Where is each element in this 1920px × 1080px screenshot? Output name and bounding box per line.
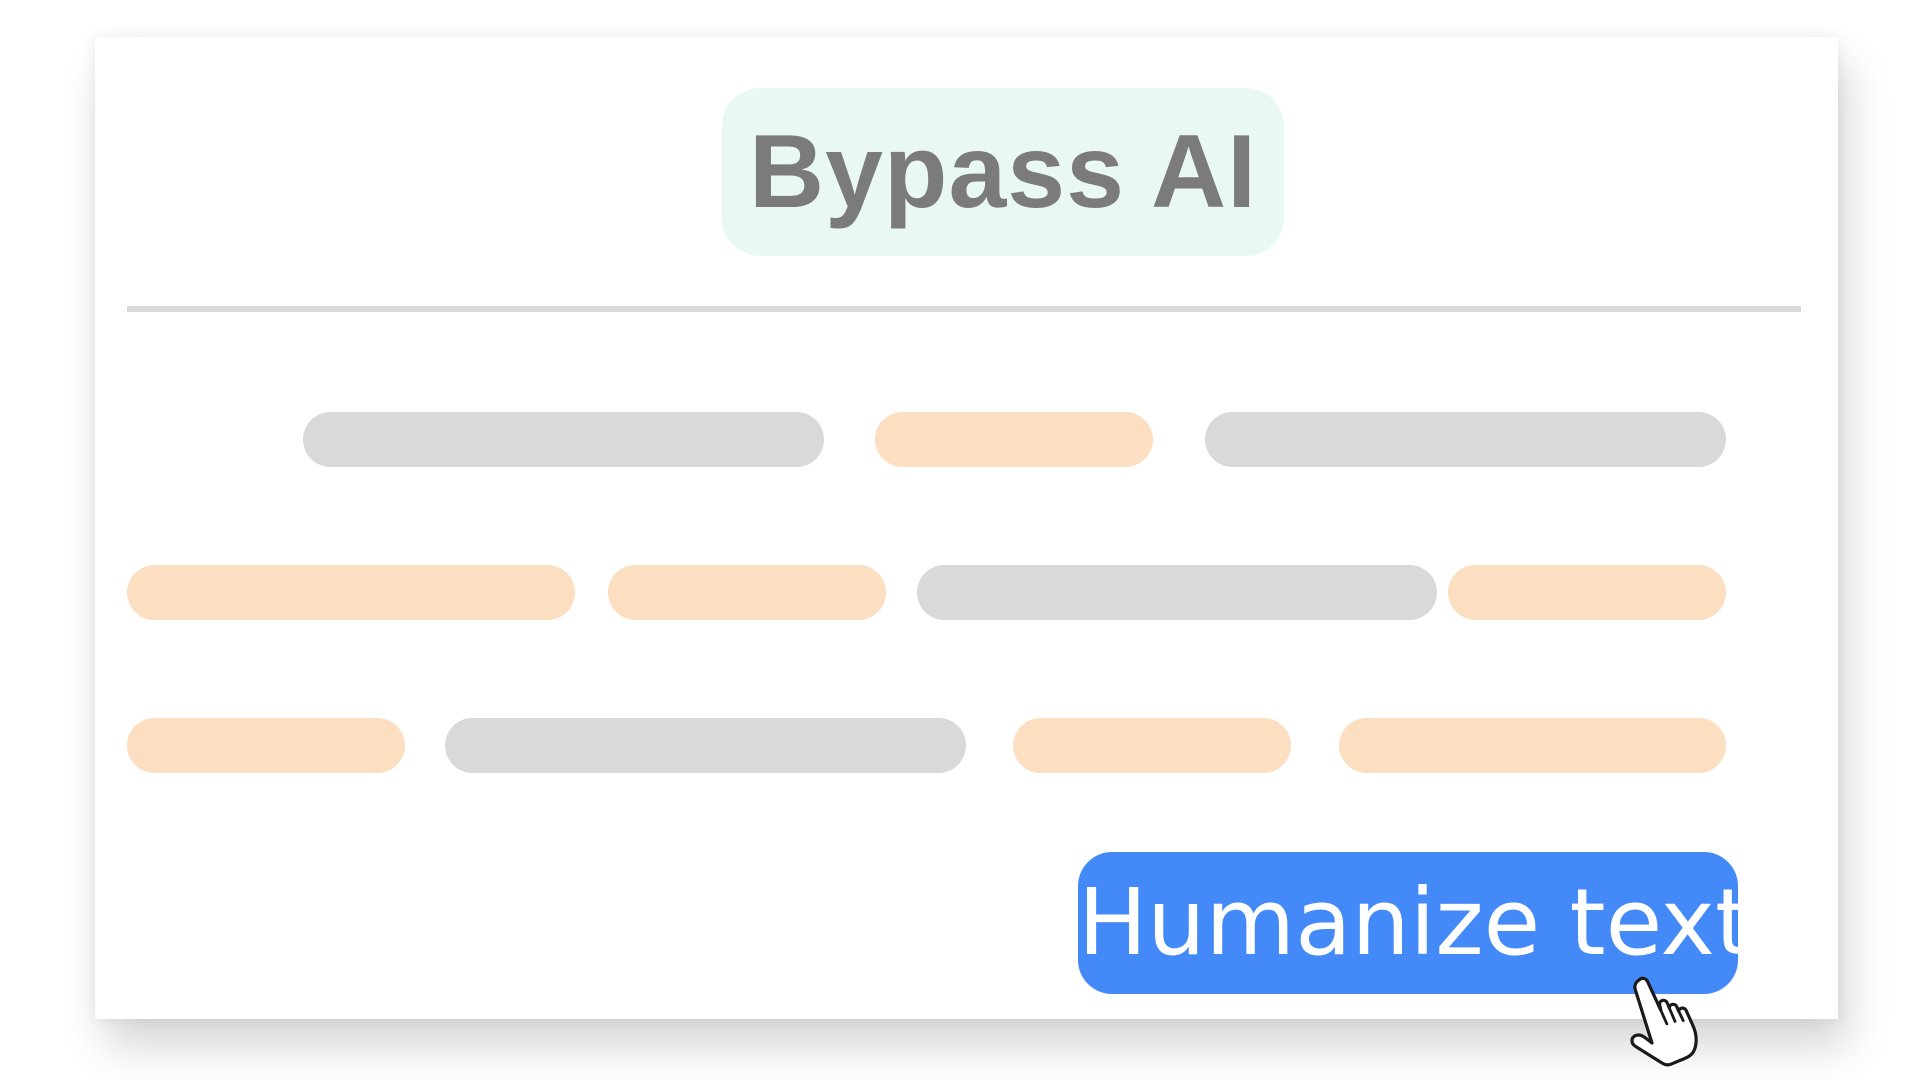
text-placeholder-line-3-segment-2 [445,718,966,773]
text-placeholder-line-2-segment-3 [917,565,1437,620]
title-badge: Bypass AI [722,88,1284,256]
text-placeholder-line-1-segment-1 [303,412,824,467]
text-placeholder-line-1-segment-3 [1205,412,1726,467]
hand-pointer-icon [1630,976,1698,1067]
humanize-text-button[interactable]: Humanize text [1078,852,1751,994]
page-title: Bypass AI [748,114,1258,230]
divider [127,306,1801,312]
text-placeholder-line-1-segment-2 [875,412,1153,467]
editor-card: Bypass AI Humanize text [95,37,1838,1019]
text-placeholder-line-2-segment-4 [1448,565,1726,620]
text-placeholder-line-2-segment-1 [127,565,575,620]
text-placeholder-line-3-segment-4 [1339,718,1726,773]
text-placeholder-line-2-segment-2 [608,565,886,620]
text-placeholder-line-3-segment-1 [127,718,405,773]
text-placeholder-line-3-segment-3 [1013,718,1291,773]
